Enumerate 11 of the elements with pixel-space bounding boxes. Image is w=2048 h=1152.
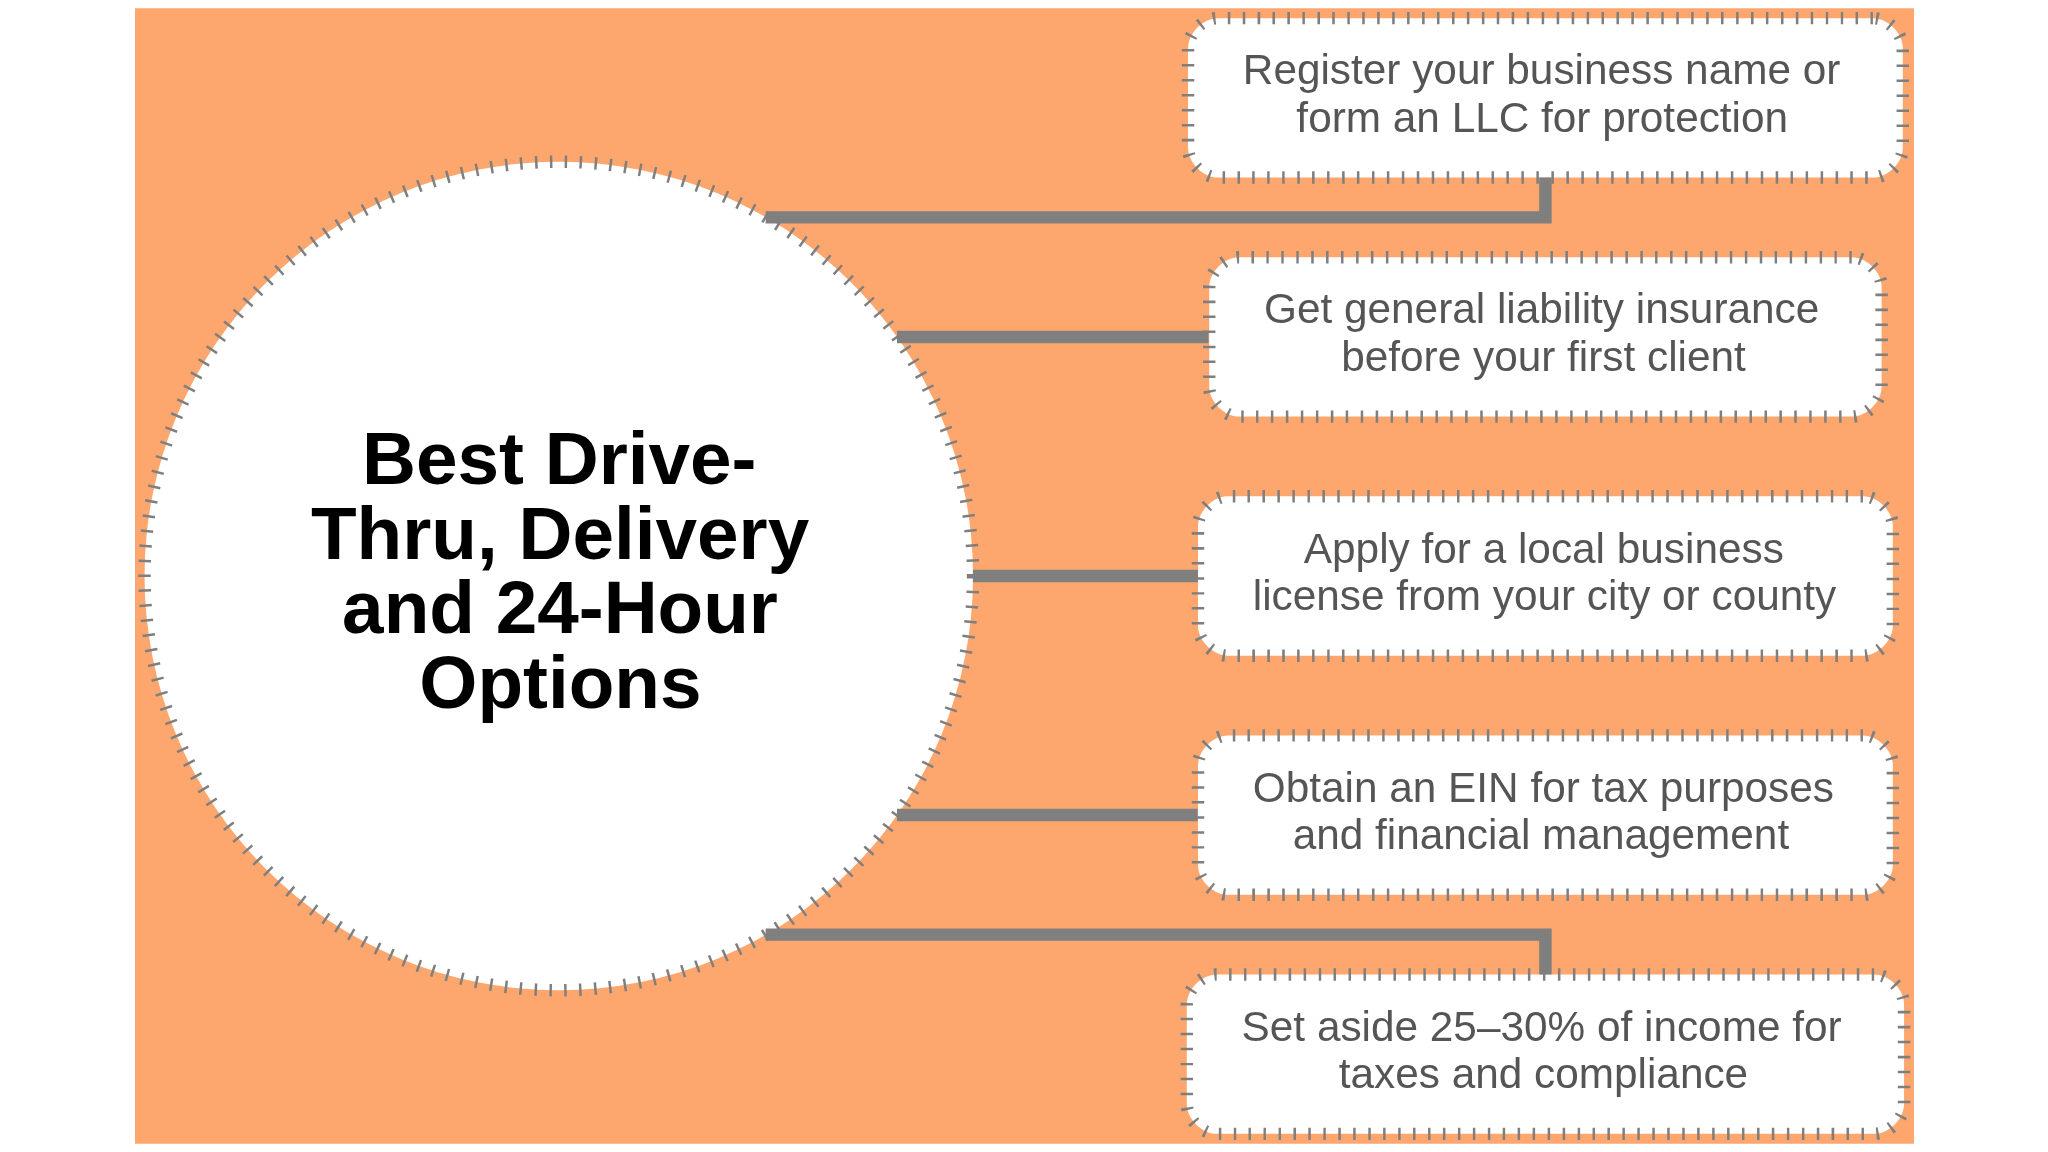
connector — [972, 569, 1198, 583]
node-box: Obtain an EIN for tax purposes and financial management — [1191, 729, 1899, 901]
node-box: Apply for a local business license from your city or county — [1191, 490, 1899, 662]
node-box: Set aside 25–30% of income for taxes and compliance — [1180, 968, 1910, 1141]
connector — [765, 928, 1552, 975]
connector — [765, 177, 1552, 224]
node-box: Register your business name or form an LLC for protection — [1181, 11, 1909, 184]
connector — [896, 330, 1209, 344]
connector — [896, 808, 1198, 822]
node-circle: Best Drive-Thru, Delivery and 24-Hour Options — [137, 155, 979, 997]
node-box: Get general liability insurance before your first client — [1202, 251, 1888, 423]
